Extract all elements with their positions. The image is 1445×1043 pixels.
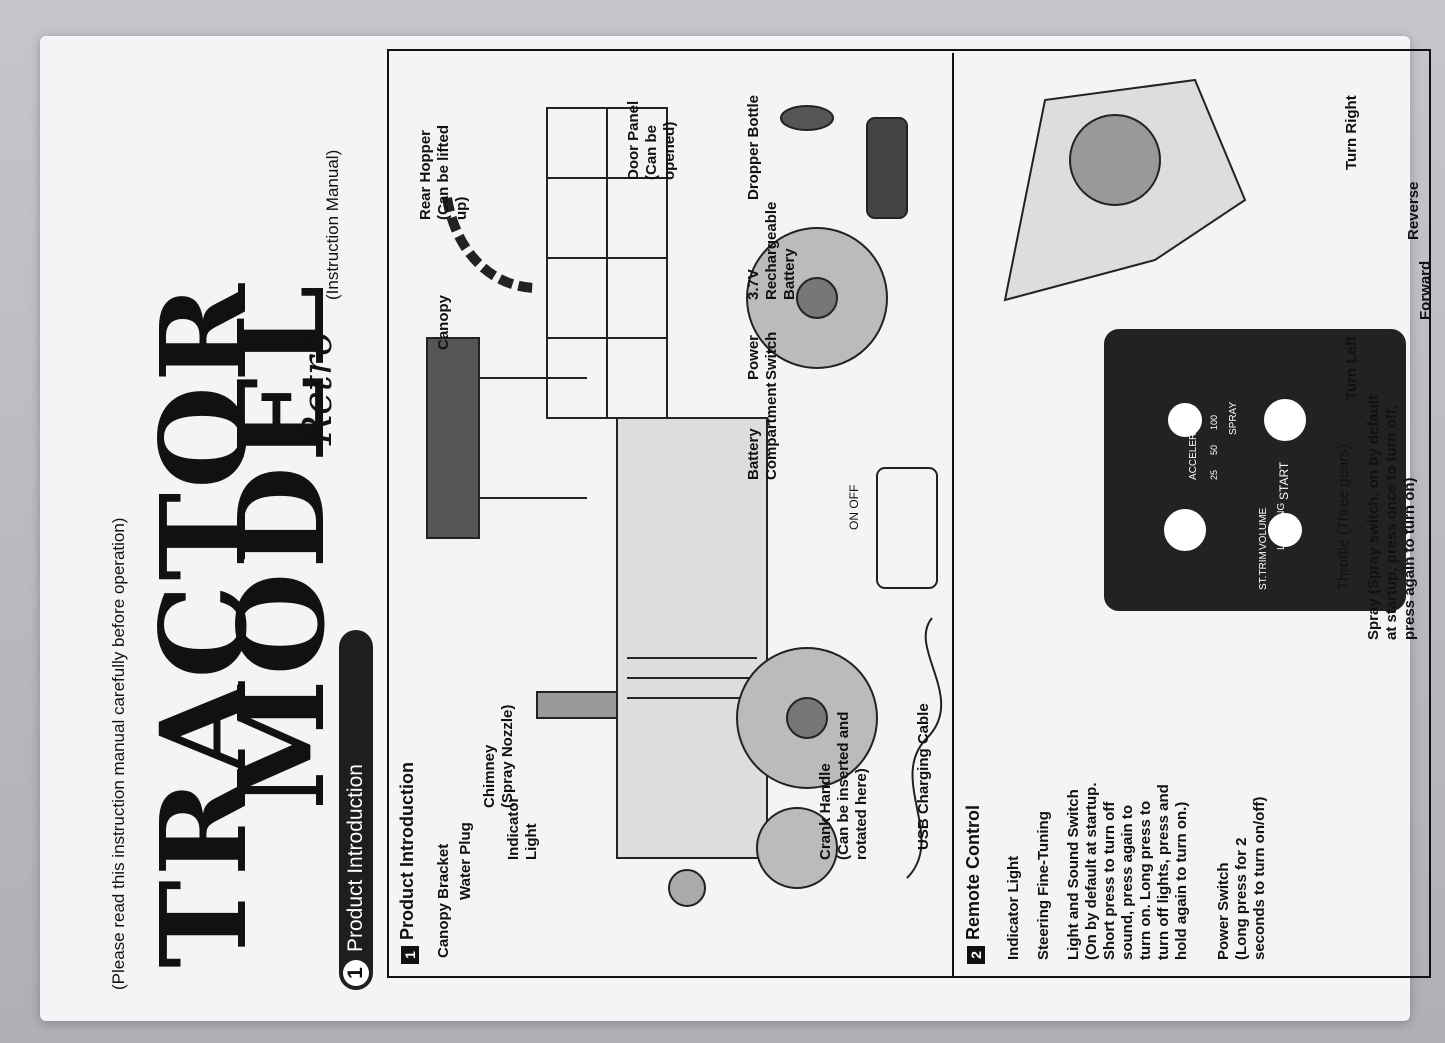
label-forward: Forward xyxy=(1417,260,1434,320)
tractor-body-shape xyxy=(616,417,768,859)
manual-page: (Please read this instruction manual car… xyxy=(105,40,1445,1000)
label-on-off: ON OFF xyxy=(847,484,861,530)
remote-illustration xyxy=(1003,78,1406,611)
pre-read-note: (Please read this instruction manual car… xyxy=(109,517,128,990)
remote-heading-text: Remote Control xyxy=(963,805,983,940)
label-power-switch: Power Switch xyxy=(745,331,780,380)
manual-note: (Instruction Manual) xyxy=(323,149,342,300)
label-throttle: Throttle (Three gears) xyxy=(1335,444,1352,590)
product-logo: TRACTOR MODEL Retro (Instruction Manual) xyxy=(134,40,351,1000)
label-water-plug: Water Plug xyxy=(457,822,474,900)
panel-accelerator: ACCELERATOR xyxy=(1188,405,1199,480)
panel-start: START xyxy=(1277,461,1291,500)
label-reverse: Reverse xyxy=(1405,181,1422,240)
section-title: Product Introduction xyxy=(344,764,367,952)
label-spray: Spray (Spray switch, on by default at st… xyxy=(1365,394,1418,640)
indicator-light-shape xyxy=(668,869,706,907)
section-header: 1 Product Introduction xyxy=(339,630,373,990)
panel-volume: VOLUME LIGHTING xyxy=(1258,502,1287,550)
label-turn-right: Turn Right xyxy=(1343,95,1360,170)
section-number: 1 xyxy=(343,960,369,986)
logo-script: Retro xyxy=(295,331,341,445)
panel-st-trim: ST.TRIM xyxy=(1258,551,1269,590)
label-door-panel: Door Panel (Can be opened) xyxy=(625,100,678,180)
label-indicator-light: Indicator Light xyxy=(505,796,540,860)
steering-wheel xyxy=(1069,114,1161,206)
canopy-shape xyxy=(426,337,480,539)
tractor-illustration xyxy=(426,105,943,907)
label-rear-hopper: Rear Hopper (Can be lifted up) xyxy=(417,124,470,220)
chimney-shape xyxy=(536,691,618,719)
label-crank-handle: Crank Handle (Can be inserted and rotate… xyxy=(817,711,870,860)
label-usb-cable: USB Charging Cable xyxy=(915,703,932,850)
label-steering: Steering Fine-Tuning xyxy=(1035,811,1052,960)
remote-heading-number: 2 xyxy=(967,946,985,964)
label-indicator-light-remote: Indicator Light xyxy=(1005,855,1022,960)
label-turn-left: Turn Left xyxy=(1343,336,1360,400)
panel-spray: SPRAY xyxy=(1228,401,1239,435)
panel-gear-50: 50 xyxy=(1209,444,1219,455)
label-canopy-bracket: Canopy Bracket xyxy=(435,843,452,958)
label-power-switch-remote: Power Switch (Long press for 2 seconds t… xyxy=(1215,796,1268,960)
panel-gear-100: 100 xyxy=(1209,414,1219,430)
label-dropper-bottle: Dropper Bottle xyxy=(745,95,762,200)
section-divider xyxy=(952,53,954,978)
label-light-sound: Light and Sound Switch (On by default at… xyxy=(1065,782,1190,960)
label-canopy: Canopy xyxy=(435,294,452,350)
label-battery: 3.7V Rechargeable Battery xyxy=(745,201,798,300)
label-chimney: Chimney (Spray Nozzle) xyxy=(481,704,516,808)
remote-heading: 2 Remote Control xyxy=(963,805,985,964)
panel-gear-25: 25 xyxy=(1209,469,1219,480)
label-battery-compartment: Battery Compartment xyxy=(745,382,780,480)
